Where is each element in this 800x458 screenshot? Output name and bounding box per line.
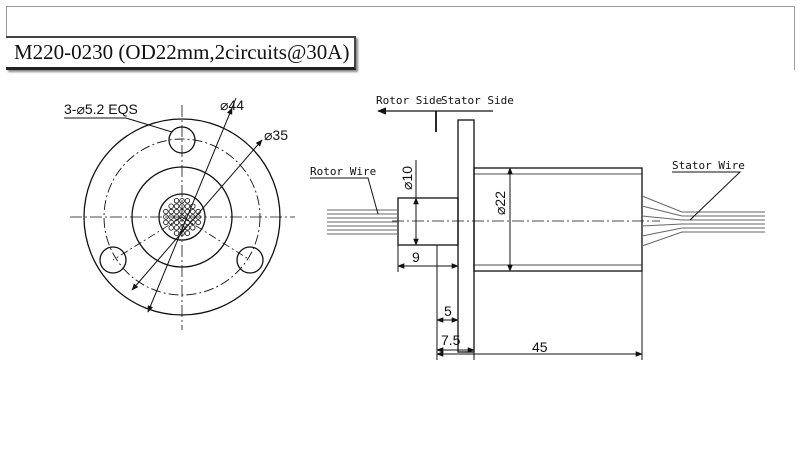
body-dia-label: ⌀22	[492, 191, 508, 215]
wire-dot	[173, 203, 180, 209]
shaft-len-label: 9	[412, 249, 420, 265]
wire-dot	[173, 230, 180, 236]
wire-dot	[163, 208, 169, 215]
hole-label: 3-⌀5.2 EQS	[64, 101, 138, 117]
rotor-side-label: Rotor Side	[376, 94, 442, 107]
total-len-label: 45	[532, 339, 548, 355]
wire-dot	[184, 203, 191, 209]
wire-dot	[184, 230, 191, 236]
stator-side-label: Stator Side	[441, 94, 514, 107]
flange-pos-label: 7.5	[441, 332, 461, 348]
stator-wires	[641, 195, 765, 247]
page-title: M220-0230 (OD22mm,2circuits@30A)	[14, 40, 350, 64]
bolt-dia-leader	[131, 139, 263, 291]
rotor-wire-leader	[310, 177, 379, 215]
wire-dot	[173, 208, 180, 215]
title-tab	[6, 36, 356, 70]
front-view	[70, 105, 295, 330]
wire-dot	[168, 208, 174, 215]
wire-dot	[168, 225, 174, 231]
wire-dot	[173, 225, 180, 231]
stator-body	[473, 167, 643, 272]
stator-wire-label: Stator Wire	[672, 159, 745, 172]
wire-dot	[168, 203, 174, 209]
side-view	[377, 107, 660, 353]
mount-hole-left	[99, 246, 127, 274]
shaft	[397, 197, 459, 246]
wire-dot	[195, 219, 201, 226]
bolt-circle-label: ⌀35	[264, 127, 288, 143]
wire-dot	[173, 198, 180, 204]
stator-wire-leader	[672, 171, 742, 221]
wire-dot	[190, 208, 196, 215]
flange-thk-label: 5	[444, 303, 452, 319]
outer-dia-label: ⌀44	[220, 97, 244, 113]
shaft-dia-label: ⌀10	[399, 166, 415, 190]
hole-leader	[64, 117, 173, 133]
rotor-wire-label: Rotor Wire	[310, 165, 376, 178]
rotor-wires	[327, 209, 398, 235]
wire-dot	[184, 198, 191, 204]
flange	[457, 119, 475, 353]
wire-dot	[190, 225, 196, 231]
wire-dot	[163, 219, 169, 226]
